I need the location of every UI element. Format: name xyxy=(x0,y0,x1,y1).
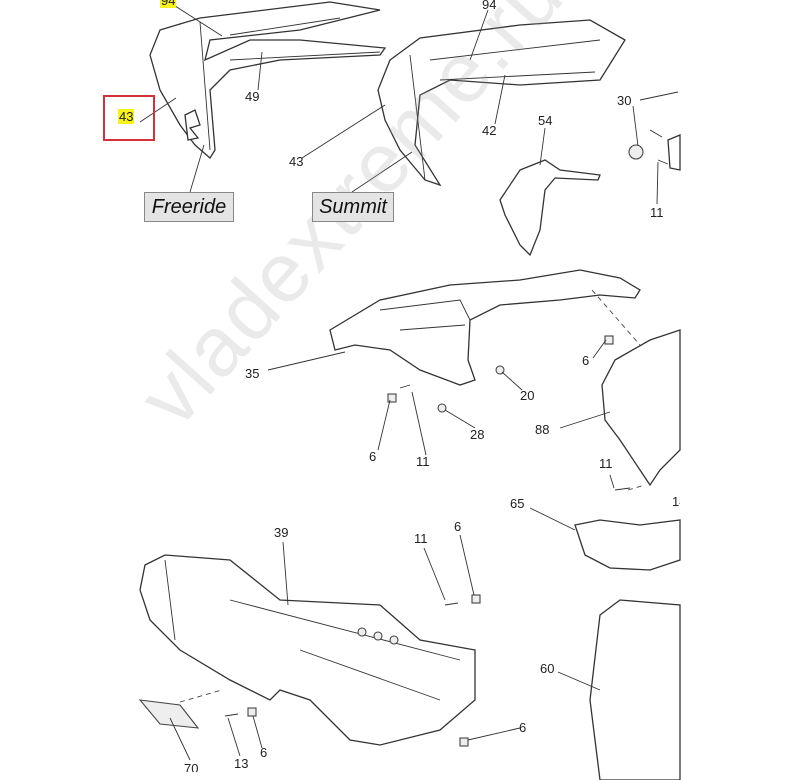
part-label-11[interactable]: 11 xyxy=(414,531,428,546)
part-39 xyxy=(139,554,476,746)
part-label-20[interactable]: 20 xyxy=(520,388,535,403)
variant-label-freeride: Freeride xyxy=(144,192,234,222)
part-label-60[interactable]: 60 xyxy=(540,661,555,676)
part-label-6[interactable]: 6 xyxy=(582,353,590,368)
part-label-94[interactable]: 94 xyxy=(482,0,497,12)
part-70 xyxy=(138,699,200,729)
part-60 xyxy=(589,599,681,780)
part-summit-panel xyxy=(377,19,626,187)
fasteners xyxy=(224,335,631,747)
part-label-6[interactable]: 6 xyxy=(519,720,527,735)
variant-label-summit: Summit xyxy=(312,192,394,222)
part-label-42[interactable]: 42 xyxy=(482,123,497,138)
part-label-28[interactable]: 28 xyxy=(470,427,485,442)
part-label-14[interactable]: 14 xyxy=(672,495,680,508)
part-label-65[interactable]: 65 xyxy=(510,496,525,511)
part-30 xyxy=(628,144,644,160)
part-label-13[interactable]: 13 xyxy=(234,756,249,771)
highlight-callout-box xyxy=(103,95,155,141)
leader-lines xyxy=(139,3,679,761)
part-label-6[interactable]: 6 xyxy=(260,745,268,760)
part-65 xyxy=(574,519,681,571)
part-label-11[interactable]: 11 xyxy=(416,454,430,469)
part-label-6[interactable]: 6 xyxy=(454,519,462,534)
part-label-70[interactable]: 70 xyxy=(184,762,199,772)
part-freeride-panel xyxy=(149,1,387,159)
part-label-6[interactable]: 6 xyxy=(369,449,377,464)
part-label-88[interactable]: 88 xyxy=(535,422,550,437)
part-label-39[interactable]: 39 xyxy=(274,525,289,540)
part-label-30[interactable]: 30 xyxy=(617,93,632,108)
part-label-49[interactable]: 49 xyxy=(245,89,260,104)
part-label-43-highlighted[interactable]: 43 xyxy=(118,109,135,124)
part-label-11[interactable]: 11 xyxy=(650,205,664,220)
part-label-35[interactable]: 35 xyxy=(245,366,260,381)
part-label-54[interactable]: 54 xyxy=(538,113,553,128)
part-88 xyxy=(601,329,681,487)
part-35 xyxy=(329,269,641,386)
part-label-43[interactable]: 43 xyxy=(289,154,304,169)
part-54 xyxy=(499,159,601,257)
part-label-11[interactable]: 11 xyxy=(599,456,613,471)
part-label-94-cut[interactable]: 94 xyxy=(160,0,177,8)
